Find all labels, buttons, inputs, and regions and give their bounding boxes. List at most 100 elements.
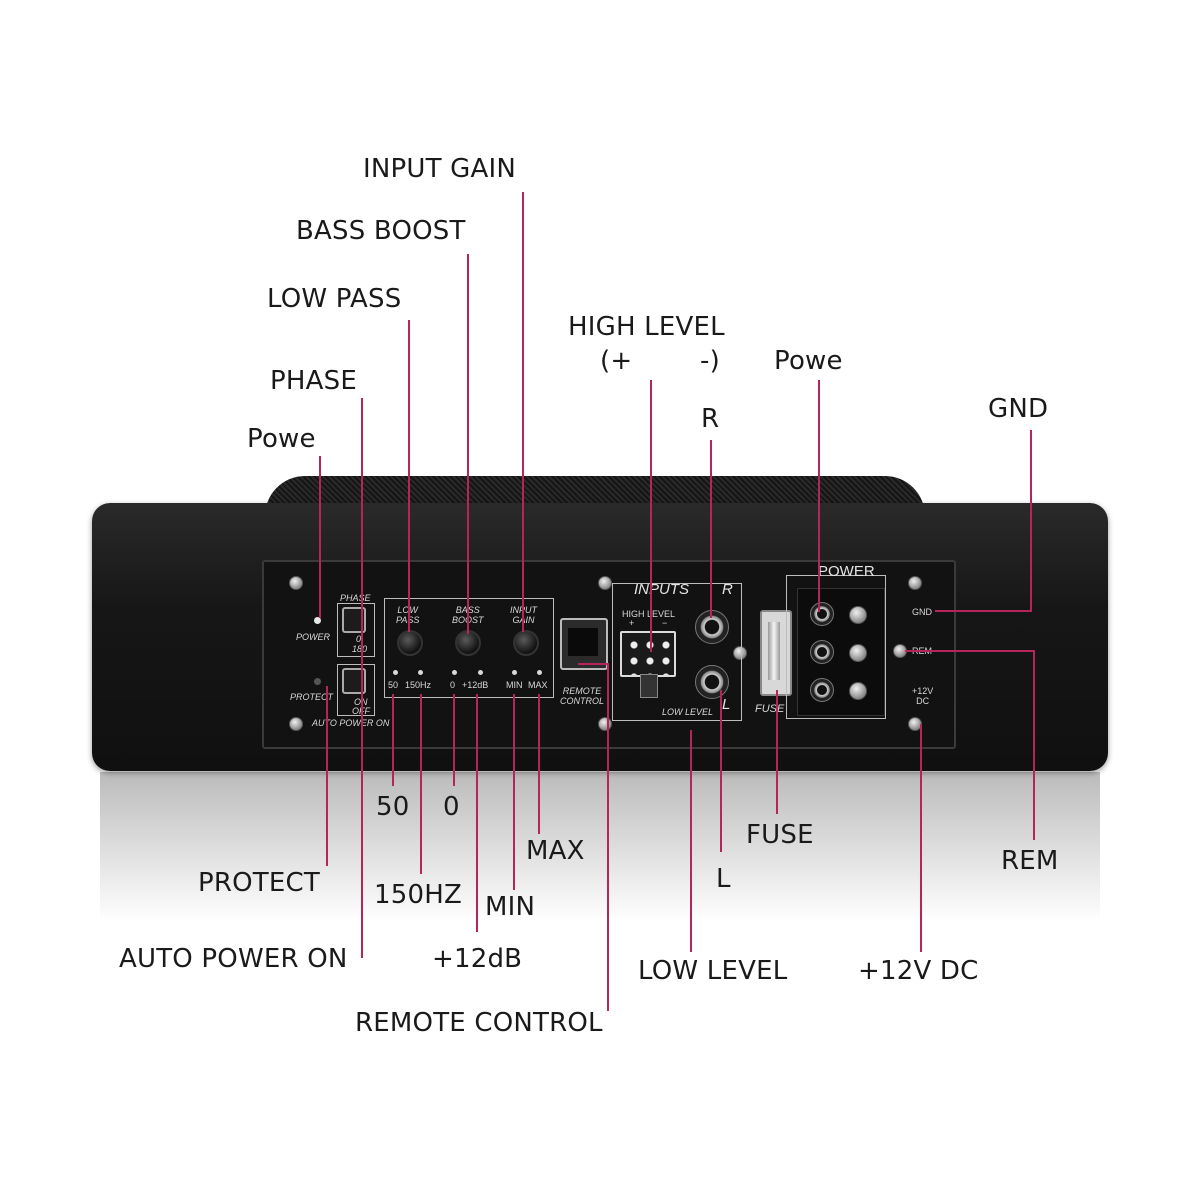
panel-gnd-label: GND (912, 607, 932, 617)
callout-150hz: 150HZ (374, 880, 462, 910)
callout-12db: +12dB (432, 944, 523, 974)
leader-high-level (650, 380, 652, 652)
callout-50: 50 (376, 792, 410, 822)
callout-power-right: Powe (774, 346, 843, 376)
leader-remote-h (578, 663, 609, 665)
input-gain-knob (513, 630, 539, 656)
leader-input-gain (522, 192, 524, 632)
callout-phase: PHASE (270, 366, 357, 396)
terminal-screw-right (849, 606, 867, 624)
leader-150hz (420, 694, 422, 874)
hl-minus-label: − (662, 618, 668, 628)
callout-low-level: LOW LEVEL (638, 956, 788, 986)
callout-bass-boost: BASS BOOST (296, 216, 466, 246)
rca-jack-left (695, 665, 729, 699)
panel-power-block-label: POWER (818, 563, 875, 580)
leader-protect (326, 686, 328, 866)
bb-0-label: 0 (450, 680, 456, 690)
leader-12db (476, 694, 478, 932)
leader-rem-v (1033, 650, 1035, 840)
leader-rem-h (905, 650, 1035, 652)
panel-power-label: POWER (296, 632, 331, 642)
callout-input-gain: INPUT GAIN (363, 154, 517, 184)
sw-on-label: ON (354, 697, 368, 707)
leader-0 (453, 694, 455, 786)
scale-dot (537, 670, 542, 675)
fuse-element (768, 622, 780, 680)
leader-power-right (818, 380, 820, 612)
callout-rem: REM (1001, 846, 1059, 876)
callout-l: L (716, 864, 731, 894)
callout-fuse: FUSE (746, 820, 814, 850)
panel-auto-power-label: AUTO POWER ON (312, 718, 390, 728)
ig-min-label: MIN (506, 680, 523, 690)
leader-power-left (319, 456, 321, 618)
leader-min (513, 694, 515, 890)
leader-50 (392, 694, 394, 786)
callout-gnd: GND (988, 394, 1049, 424)
knobs-frame (384, 598, 554, 698)
body-reflection (100, 772, 1100, 922)
callout-min: MIN (485, 892, 536, 922)
leader-max (538, 694, 540, 834)
panel-screw (733, 646, 747, 660)
terminal-screw-right (849, 682, 867, 700)
terminal-screw (810, 602, 834, 626)
leader-gnd-v (1030, 430, 1032, 612)
leader-low-level (690, 730, 692, 952)
leader-bass-boost (467, 254, 469, 634)
lp-150-label: 150Hz (405, 680, 432, 690)
leader-remote-v (607, 663, 609, 1011)
panel-screw (289, 717, 303, 731)
protect-led (314, 678, 321, 685)
callout-remote-control: REMOTE CONTROL (355, 1008, 603, 1038)
leader-l (720, 690, 722, 852)
leader-fuse (776, 690, 778, 814)
panel-phase-label: PHASE (340, 593, 371, 603)
panel-screw (598, 717, 612, 731)
panel-inputs-label: INPUTS (634, 581, 690, 598)
callout-12v-dc: +12V DC (858, 956, 979, 986)
lp-50-label: 50 (388, 680, 399, 690)
callout-max: MAX (526, 836, 585, 866)
panel-screw (598, 576, 612, 590)
callout-high-level-polarity: (+ -) (600, 346, 720, 376)
phase-180-label: 180 (352, 644, 368, 654)
high-level-cable (640, 674, 658, 698)
panel-l-label: L (722, 696, 731, 713)
terminal-screw-right (849, 644, 867, 662)
scale-dot (512, 670, 517, 675)
rca-jack-right (695, 610, 729, 644)
terminal-screw (810, 640, 834, 664)
leader-r (710, 440, 712, 618)
panel-screw (289, 576, 303, 590)
callout-auto-power-on: AUTO POWER ON (119, 944, 348, 974)
remote-port-inner (568, 628, 598, 656)
scale-dot (478, 670, 483, 675)
phase-0-label: 0 (356, 634, 362, 644)
inputs-frame (612, 583, 742, 721)
panel-protect-label: PROTECT (290, 692, 334, 702)
power-led (314, 617, 321, 624)
callout-0: 0 (443, 792, 460, 822)
panel-high-level-label: HIGH LEVEL (622, 609, 676, 619)
panel-r-label: R (722, 581, 733, 598)
power-frame (786, 575, 886, 719)
callout-high-level: HIGH LEVEL (568, 312, 725, 342)
ig-max-label: MAX (528, 680, 548, 690)
phase-frame (337, 603, 375, 657)
high-level-connector (620, 631, 676, 677)
bb-12-label: +12dB (462, 680, 489, 690)
leader-phase (361, 398, 363, 958)
terminal-screw (810, 678, 834, 702)
panel-screw (908, 576, 922, 590)
scale-dot (393, 670, 398, 675)
panel-dc-label: +12V DC (912, 686, 934, 706)
leader-low-pass (408, 320, 410, 632)
low-pass-knob (397, 630, 423, 656)
scale-dot (452, 670, 457, 675)
panel-low-pass-label: LOW PASS (396, 605, 419, 625)
auto-power-frame (337, 664, 375, 716)
hl-plus-label: + (629, 618, 635, 628)
